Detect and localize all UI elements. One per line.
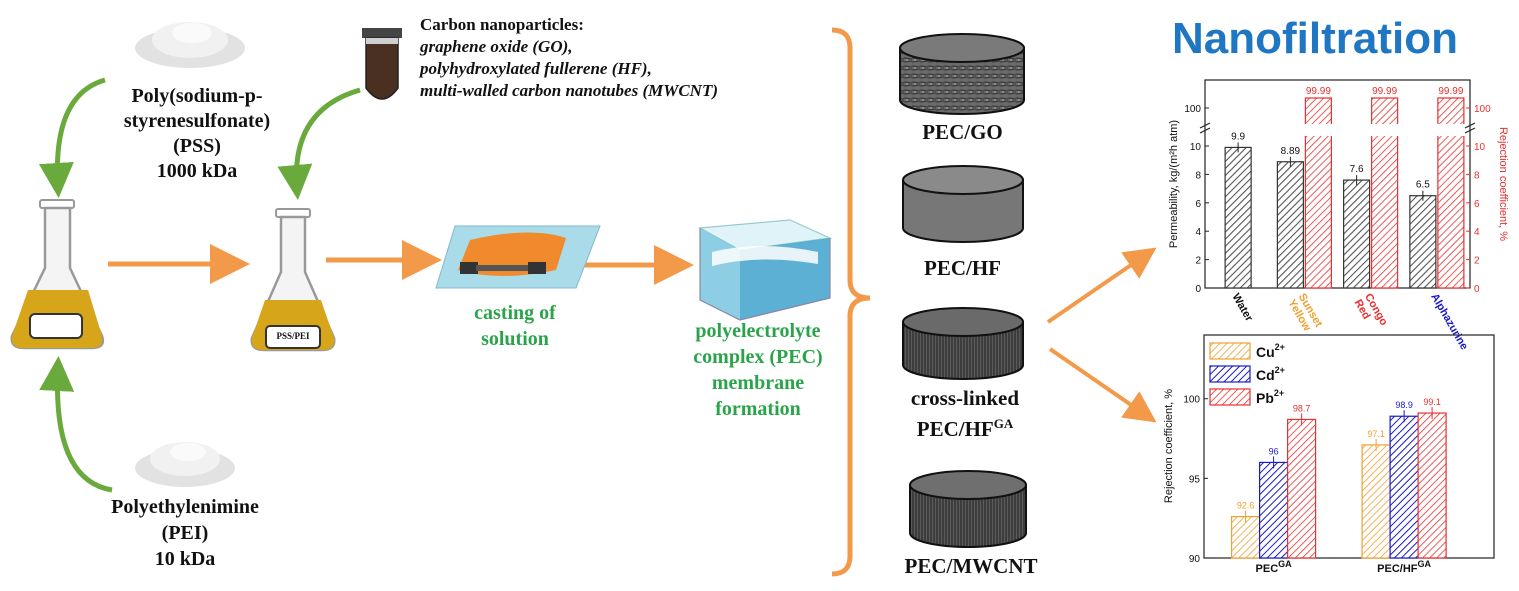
- casting-plate-icon: [435, 225, 601, 289]
- bar-cd: [1258, 461, 1289, 559]
- y-tick-label: 0: [1195, 284, 1201, 295]
- data-label: 99.99: [1438, 86, 1463, 97]
- category-label: PEC/HFGA: [1377, 559, 1431, 575]
- category-label: CongoRed: [1352, 292, 1390, 334]
- membrane-go-label: PEC/GO: [922, 120, 1003, 144]
- y2-tick-label: 10: [1474, 142, 1486, 153]
- y-tick-label: 4: [1195, 227, 1201, 238]
- data-label: 98.7: [1293, 403, 1311, 413]
- chart1-ylabel2: Rejection coefficient, %: [1497, 127, 1509, 241]
- chart2-ylabel: Rejection coefficient, %: [1163, 389, 1175, 503]
- y2-tick-label: 4: [1474, 227, 1480, 238]
- bar-pb: [1417, 412, 1447, 559]
- data-label: 99.99: [1306, 86, 1331, 97]
- casting-step-label: casting of solution: [474, 302, 556, 350]
- arrow-to-chart1: [1046, 247, 1157, 324]
- category-label: Water: [1230, 292, 1256, 325]
- bar-permeability: [1343, 179, 1371, 289]
- legend-label: Pb2+: [1256, 388, 1284, 406]
- y2-tick-label: 2: [1474, 256, 1480, 267]
- chart1-ylabel: Permeability, kg/(m²h atm): [1168, 120, 1180, 248]
- membrane-cross-linked-icon: [902, 307, 1024, 380]
- y-tick-label: 100: [1183, 395, 1200, 406]
- arrow-pei-to-flask: [39, 356, 113, 493]
- category-label: PECGA: [1256, 559, 1293, 575]
- legend-swatch: [1209, 388, 1251, 406]
- pei-label: Polyethylenimine (PEI) 10 kDa: [111, 496, 259, 570]
- y-tick-label: 2: [1195, 256, 1201, 267]
- y2-tick-label: 8: [1474, 170, 1480, 181]
- membrane-mwcnt-label: PEC/MWCNT: [904, 554, 1038, 578]
- category-label: SunsetYellow: [1285, 292, 1324, 336]
- y2-tick-label: 100: [1474, 104, 1491, 115]
- flask-1-icon: [10, 199, 105, 350]
- bar-permeability: [1276, 161, 1304, 289]
- y-tick-label: 100: [1184, 104, 1201, 115]
- nanofiltration-title: Nanofiltration: [1172, 14, 1458, 63]
- arrow-to-chart2: [1048, 347, 1157, 423]
- carbon-nanoparticles-label: Carbon nanoparticles: graphene oxide (GO…: [420, 15, 719, 100]
- category-label: Alphazurine: [1428, 292, 1470, 353]
- bar-cu: [1230, 515, 1261, 559]
- bar-permeability: [1409, 195, 1437, 289]
- formation-step-label: polyelectrolyte complex (PEC) membrane f…: [693, 320, 823, 420]
- legend-label: Cd2+: [1256, 365, 1285, 383]
- y-tick-label: 10: [1190, 142, 1202, 153]
- data-label: 6.5: [1416, 180, 1430, 191]
- test-tube-icon: [362, 28, 402, 100]
- chart-heavy-metals: 92.6 96 98.7 97.1 98.9 99.1 90 95 100 Cu2+ Cd2+ P…: [1163, 334, 1495, 575]
- axis-break-gap: [1304, 124, 1333, 136]
- bar-cd: [1389, 415, 1419, 559]
- y-tick-label: 8: [1195, 170, 1201, 181]
- data-label: 9.9: [1231, 131, 1245, 142]
- arrow-pss-to-flask: [38, 77, 106, 198]
- axis-break-gap: [1436, 124, 1465, 136]
- legend-swatch: [1209, 342, 1251, 360]
- y-tick-label: 90: [1189, 554, 1201, 565]
- bar-permeability: [1224, 146, 1252, 289]
- pei-powder-icon: [135, 442, 235, 487]
- data-label: 99.99: [1372, 86, 1397, 97]
- membrane-hf-icon: [902, 165, 1024, 243]
- pss-label: Poly(sodium-p- styrenesulfonate) (PSS) 1…: [123, 85, 271, 182]
- flask-2-icon: [250, 208, 336, 352]
- membrane-mwcnt-icon: [909, 470, 1027, 548]
- data-label: 97.1: [1367, 429, 1385, 439]
- data-label: 7.6: [1350, 164, 1364, 175]
- membrane-cross-linked-label: cross-linked PEC/HFGA: [910, 386, 1020, 441]
- flask-2-label: PSS/PEI: [276, 331, 310, 341]
- data-label: 8.89: [1281, 146, 1301, 157]
- data-label: 99.1: [1423, 397, 1441, 407]
- y-tick-label: 95: [1189, 474, 1201, 485]
- data-label: 98.9: [1395, 400, 1413, 410]
- data-label: 96: [1269, 446, 1279, 456]
- pss-powder-icon: [135, 22, 245, 68]
- bar-pb: [1286, 418, 1317, 559]
- membrane-go-icon: [899, 33, 1025, 115]
- y-tick-label: 6: [1195, 199, 1201, 210]
- legend-swatch: [1209, 365, 1251, 383]
- y2-tick-label: 6: [1474, 199, 1480, 210]
- coagulation-bath-icon: [697, 219, 833, 321]
- arrow-carbon-to-flask: [277, 87, 361, 200]
- chart-permeability: 9.9 8.89 99.99 7.6 99.99 6.5 99.99 0 2 4 6 8 10 100 0…: [1168, 79, 1509, 353]
- legend-label: Cu2+: [1256, 342, 1285, 360]
- data-label: 92.6: [1237, 501, 1255, 511]
- y2-tick-label: 0: [1474, 284, 1480, 295]
- bar-cu: [1361, 444, 1391, 559]
- membrane-hf-label: PEC/HF: [924, 256, 1001, 280]
- membranes-bracket: [831, 27, 871, 577]
- axis-break-gap: [1370, 124, 1399, 136]
